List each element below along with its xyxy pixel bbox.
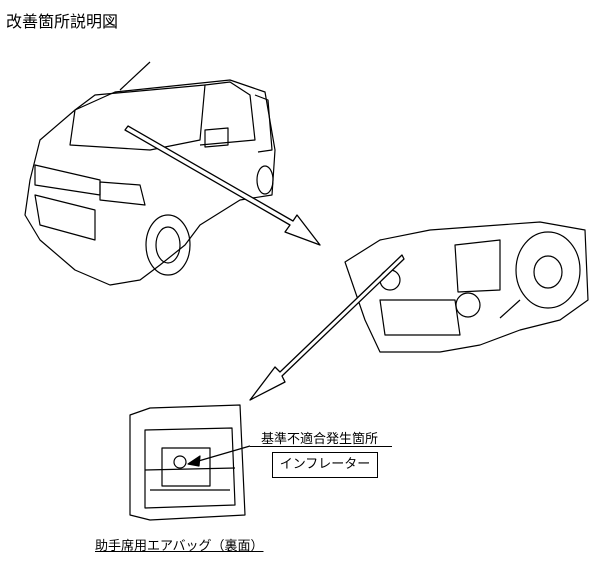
leader-underline xyxy=(250,446,392,447)
arrow-dashboard-to-airbag xyxy=(249,254,405,401)
leader-arrow xyxy=(187,445,251,467)
defect-location-label: 基準不適合発生箇所 xyxy=(261,432,379,447)
airbag-illustration xyxy=(129,404,246,521)
page-title: 改善箇所説明図 xyxy=(6,12,119,31)
airbag-caption: 助手席用エアバッグ（裏面） xyxy=(95,539,264,554)
dashboard-illustration xyxy=(344,221,589,353)
arrow-car-to-dashboard xyxy=(124,125,321,246)
vehicle-illustration xyxy=(24,61,276,286)
inflator-label-box: インフレーター xyxy=(272,452,378,478)
